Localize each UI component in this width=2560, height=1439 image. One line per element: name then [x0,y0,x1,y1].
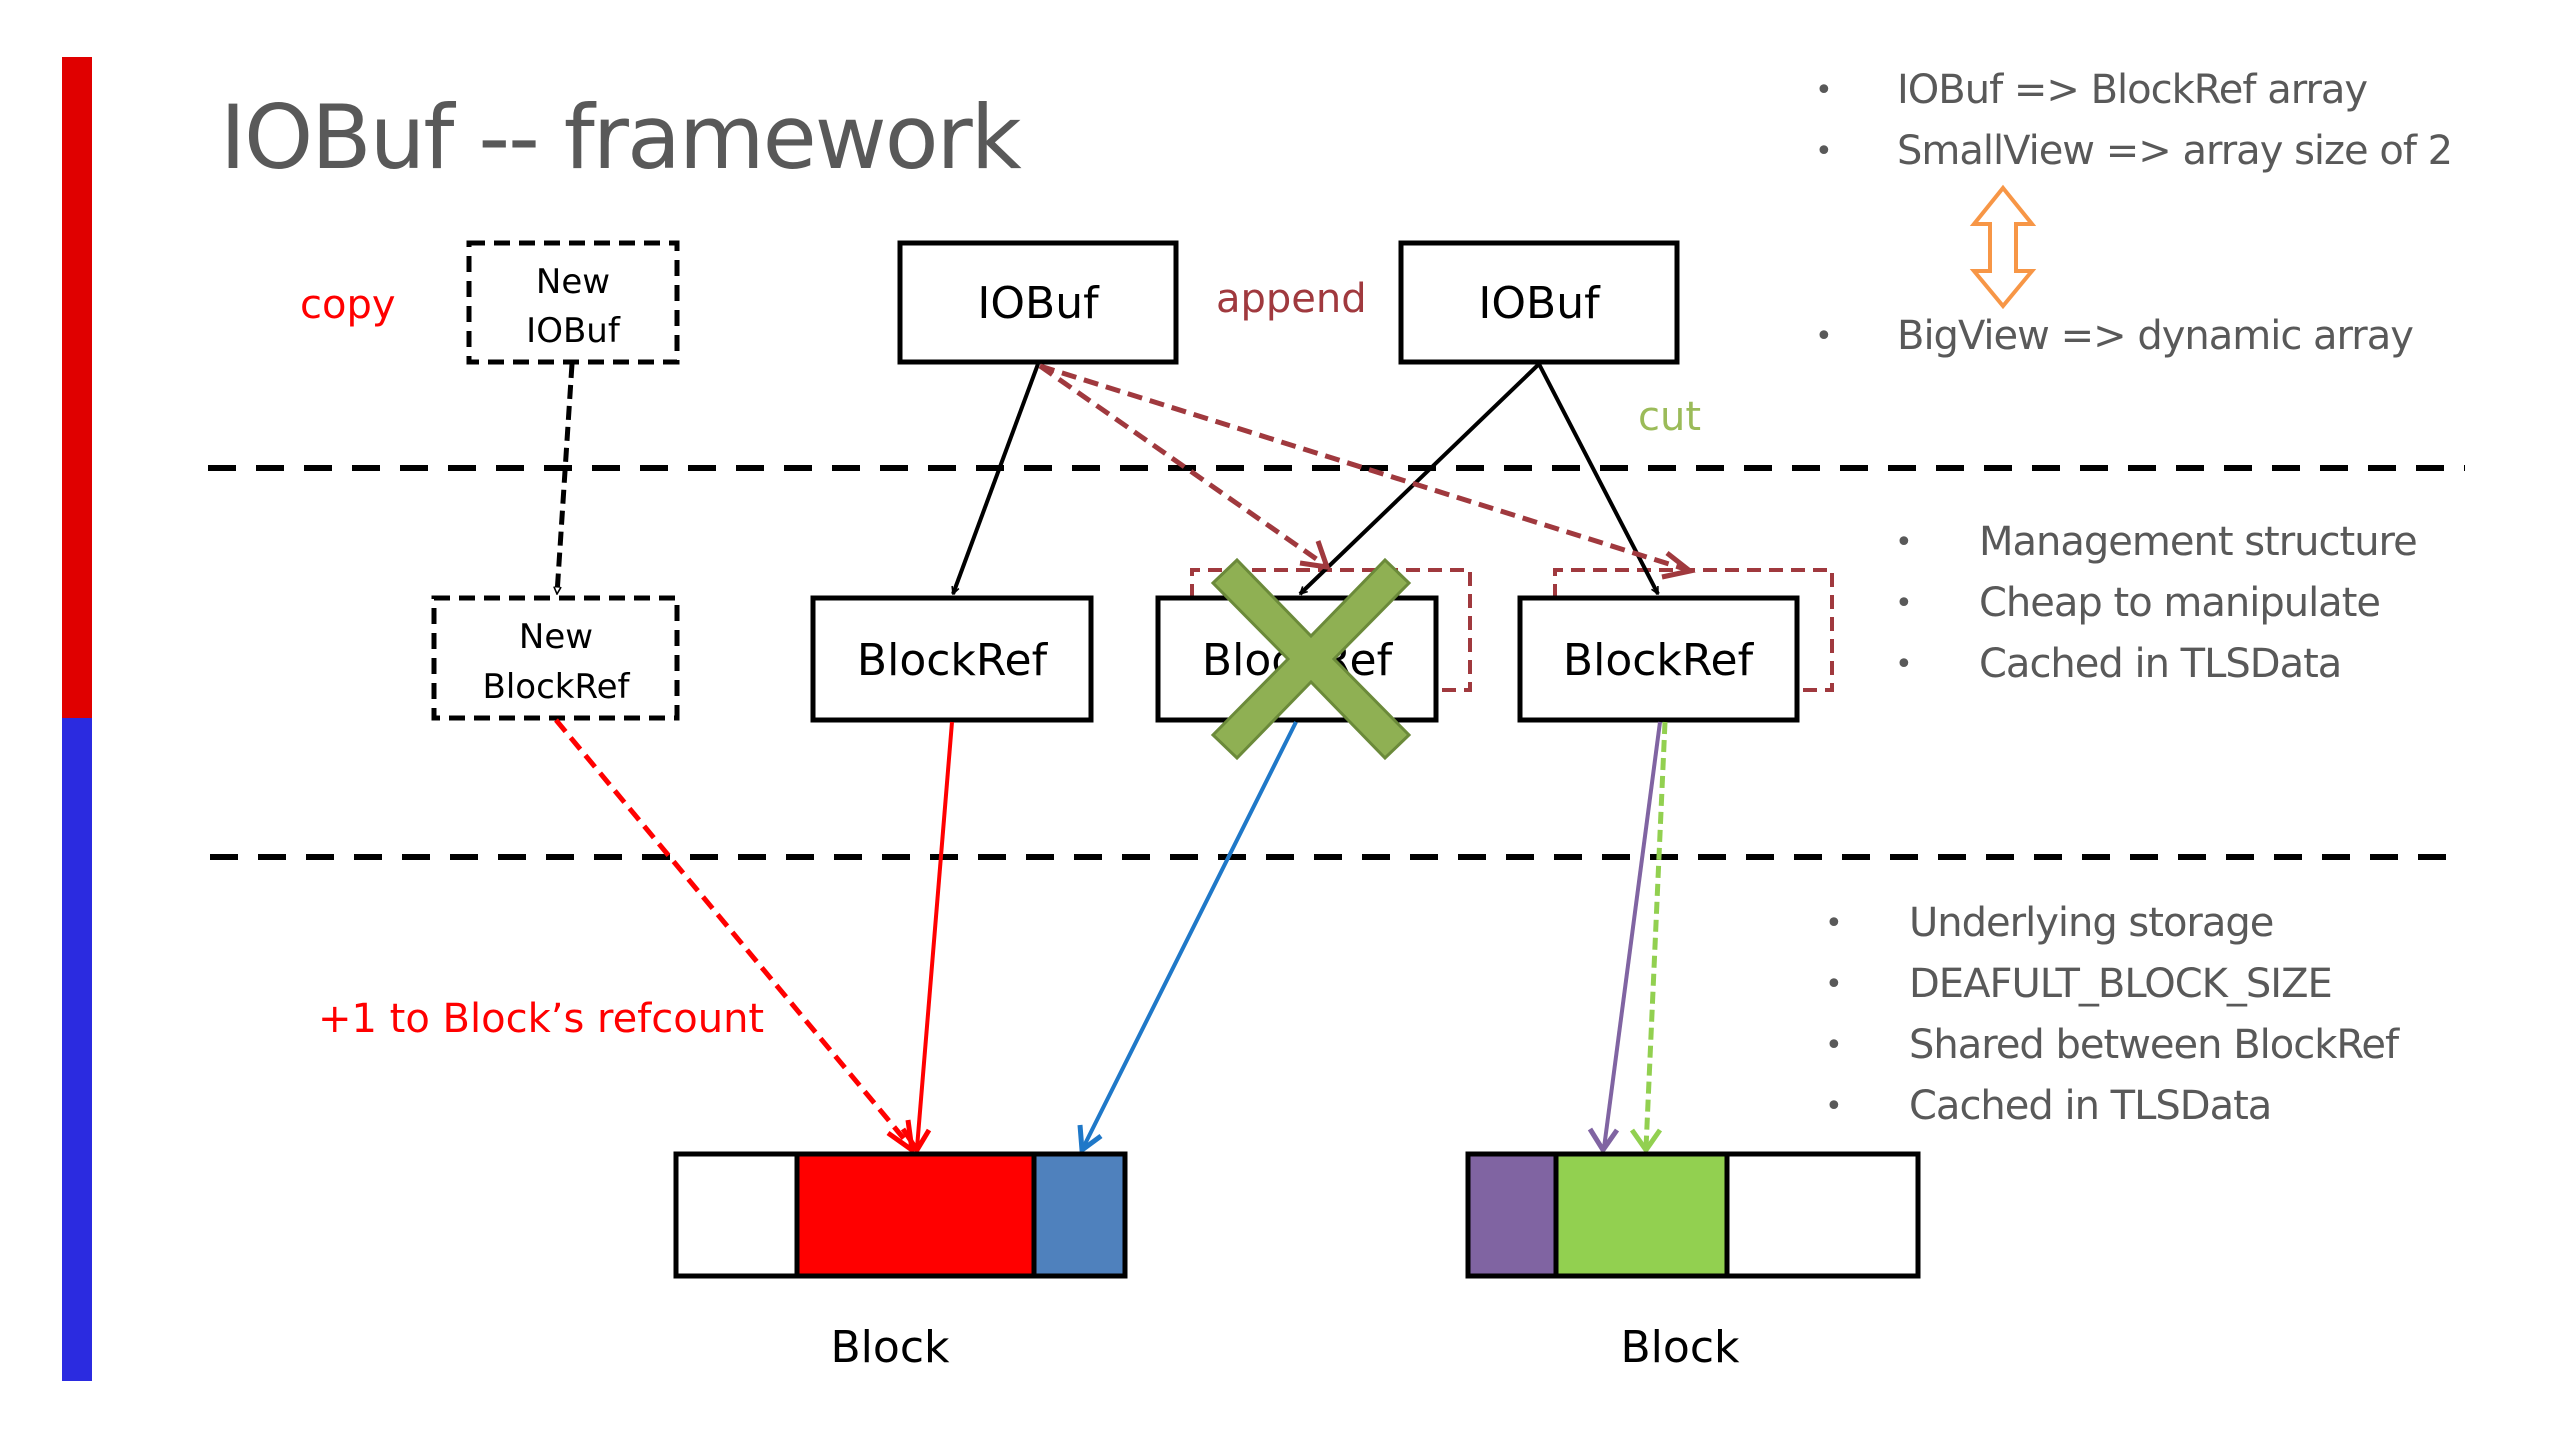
arrow-iobuf1-to-blockref1 [951,363,1040,594]
block-segment [1553,1151,1730,1279]
block-segment [673,1151,800,1279]
blockref-node-1: BlockRef [810,595,1094,723]
svg-text:BlockRef: BlockRef [857,635,1049,686]
blockref-node-3: BlockRef [1517,595,1800,723]
side-accent-bar-bottom [62,718,92,1381]
svg-text:New: New [519,617,593,657]
bullet-icon: • [1895,647,1913,682]
block-segment [1031,1151,1128,1279]
bullet-icon: • [1825,1028,1843,1063]
block-label: Block [830,1322,950,1373]
ref-arrow-purple-to-block2 [1587,721,1662,1155]
append-arrow-to-blockref3 [1039,363,1696,580]
refcount-note: +1 to Block’s refcount [318,996,764,1042]
bullet-icon: • [1895,525,1913,560]
bullet-icon: • [1895,586,1913,621]
arrow-new-iobuf-to-new-blockref [557,363,575,594]
ref-arrow-blockref1-to-block1 [900,721,954,1155]
append-arrow-to-blockref2 [1038,363,1331,571]
block-segment [794,1151,1037,1279]
bullet-icon: • [1825,906,1843,941]
copy-label: copy [300,282,396,328]
cut-label: cut [1638,394,1701,440]
iobuf-node-2: IOBuf [1398,240,1680,365]
bullet-icon: • [1815,134,1833,169]
slide-title: IOBuf -- framework [220,86,1022,189]
block-1: Block [673,1151,1128,1373]
bullet-icon: • [1815,73,1833,108]
block-segment [1465,1151,1559,1279]
bullet-icon: • [1825,967,1843,1002]
ref-arrow-blockref3-to-block2 [1629,721,1668,1155]
svg-text:BlockRef: BlockRef [483,667,631,707]
side-accent-bar-top [62,57,92,718]
svg-text:BlockRef: BlockRef [1563,635,1755,686]
removed-cross-icon [1210,557,1412,761]
append-label: append [1216,276,1367,322]
iobuf-node-1: IOBuf [897,240,1179,365]
bullet-icon: • [1825,1089,1843,1124]
new-iobuf-node: New IOBuf [466,240,680,365]
ref-arrow-new-blockref-to-block1 [554,718,916,1156]
block-2: Block [1465,1151,1921,1373]
new-blockref-node: New BlockRef [431,595,680,721]
bullet-icon: • [1815,319,1833,354]
svg-text:IOBuf: IOBuf [526,311,621,351]
arrow-iobuf2-to-blockref2 [1298,362,1541,596]
svg-text:IOBuf: IOBuf [1478,278,1601,329]
svg-text:IOBuf: IOBuf [977,278,1100,329]
double-arrow-icon [1969,184,2037,310]
block-label: Block [1620,1322,1740,1373]
block-segment [1724,1151,1921,1279]
svg-text:New: New [536,262,610,302]
ref-arrow-blockref2-to-block1 [1077,721,1298,1155]
